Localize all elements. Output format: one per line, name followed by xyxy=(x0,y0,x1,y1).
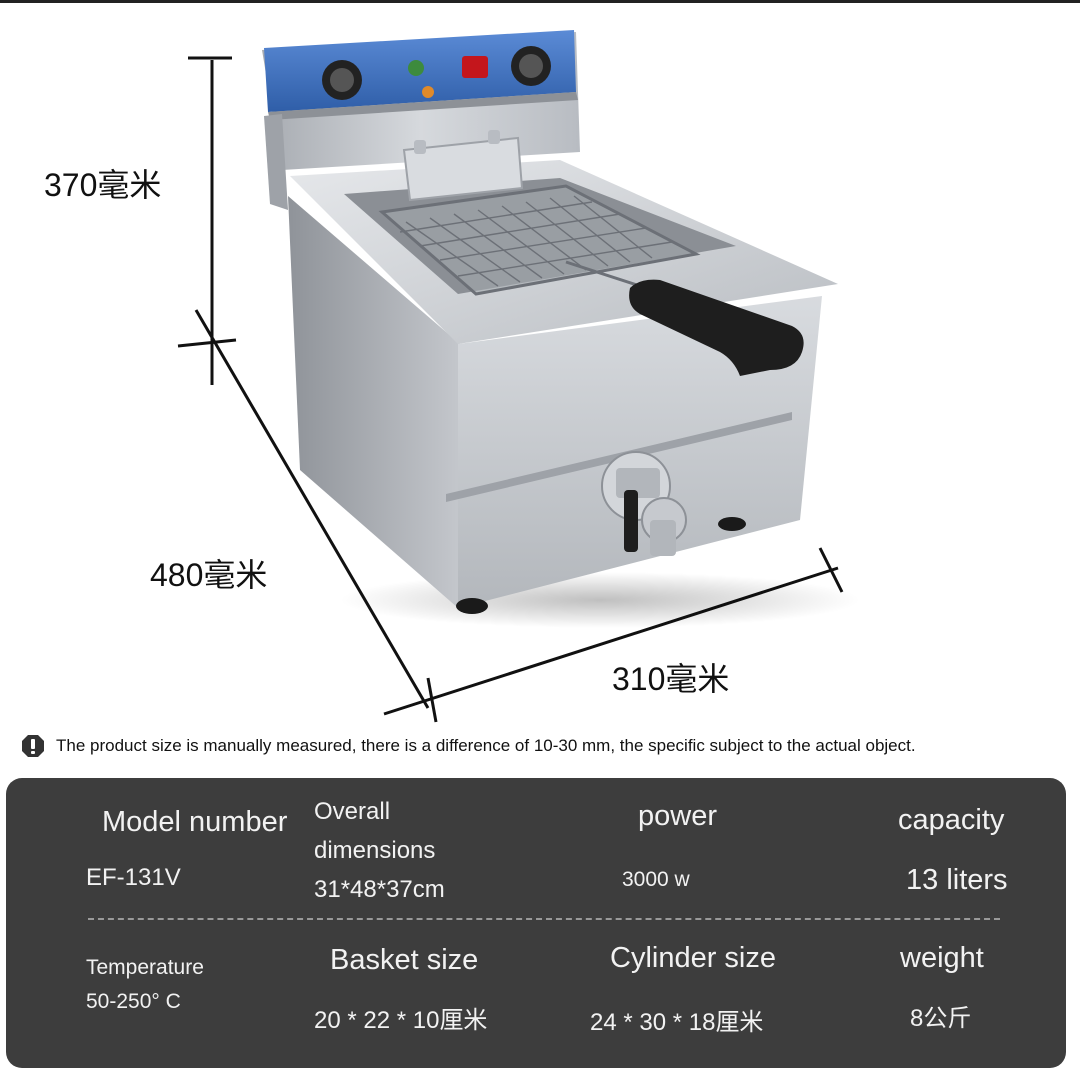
width-dimension-label: 310毫米 xyxy=(612,661,730,697)
fryer-illustration xyxy=(177,30,860,723)
spec-divider xyxy=(88,918,1000,920)
top-border-line xyxy=(0,0,1080,3)
power-value: 3000 w xyxy=(622,868,690,891)
fry-basket xyxy=(378,184,701,296)
drain-valve xyxy=(601,451,687,556)
floor-shadow xyxy=(340,572,860,628)
overall-dimensions-label-line2: dimensions xyxy=(314,837,436,864)
basket-size-value: 20 * 22 * 10厘米 xyxy=(314,1007,488,1034)
specification-panel: Model number EF-131V Overall dimensions … xyxy=(6,778,1066,1068)
model-number-value: EF-131V xyxy=(86,864,181,891)
fryer-side-panel xyxy=(288,196,460,608)
power-label: power xyxy=(638,800,717,832)
temperature-value: 50-250° C xyxy=(86,990,181,1013)
cylinder-size-label: Cylinder size xyxy=(610,942,776,974)
weight-value: 8公斤 xyxy=(910,1005,972,1032)
foot-front-left xyxy=(456,598,488,614)
model-number-label: Model number xyxy=(102,806,288,838)
basket-handle xyxy=(629,279,804,376)
capacity-value: 13 liters xyxy=(906,864,1008,896)
capacity-label: capacity xyxy=(898,804,1005,836)
weight-label: weight xyxy=(900,942,984,974)
measurement-notice: The product size is manually measured, t… xyxy=(20,732,916,760)
notice-text: The product size is manually measured, t… xyxy=(56,736,916,755)
basket-size-label: Basket size xyxy=(330,944,479,976)
control-housing xyxy=(262,30,580,210)
temperature-label: Temperature xyxy=(86,956,204,979)
foot-front-right xyxy=(718,517,746,531)
overall-dimensions-value: 31*48*37cm xyxy=(314,876,445,903)
basket-hook xyxy=(402,130,524,202)
depth-dimension-label: 480毫米 xyxy=(150,557,268,593)
warning-icon xyxy=(22,735,44,757)
cylinder-size-value: 24 * 30 * 18厘米 xyxy=(590,1009,764,1036)
overall-dimensions-label-line1: Overall xyxy=(314,798,391,825)
height-dimension-label: 370毫米 xyxy=(44,167,162,203)
